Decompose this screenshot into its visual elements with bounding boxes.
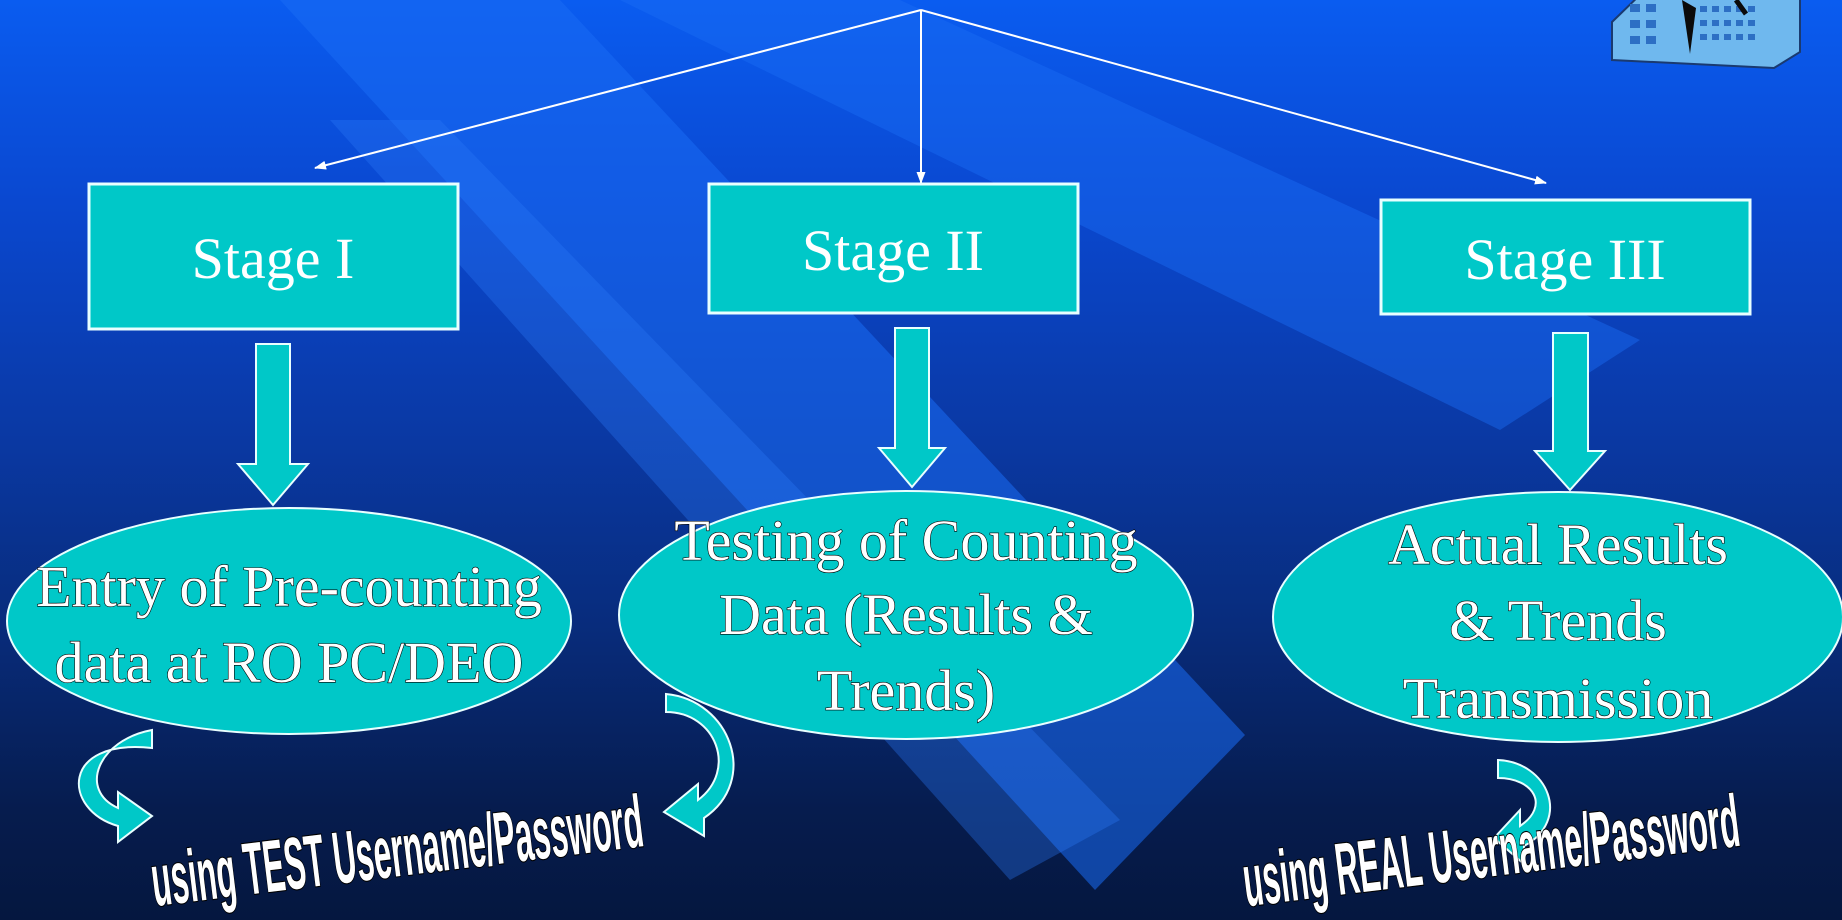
stage-box-2: Stage II <box>707 182 1080 315</box>
stage-box-3: Stage III <box>1379 198 1752 316</box>
outcome-line: Entry of Pre-counting <box>36 554 542 619</box>
outcome-ellipse-3: Actual Results & Trends Transmission <box>1272 491 1842 743</box>
credential-note-real: using REAL Username/Password <box>1238 780 1745 920</box>
building-icon <box>1611 0 1801 70</box>
outcome-line: Trends) <box>817 658 995 723</box>
outcome-line: Actual Results <box>1388 512 1728 577</box>
outcome-ellipse-2: Testing of Counting Data (Results & Tren… <box>618 490 1194 740</box>
curved-arrow-icon <box>77 728 154 845</box>
down-arrow-icon <box>876 327 948 489</box>
curved-arrow-icon <box>662 692 735 838</box>
down-arrow-icon <box>1532 332 1608 492</box>
stage-label: Stage III <box>1464 227 1665 292</box>
credential-text: using TEST Username/Password <box>147 781 648 920</box>
background-bands <box>280 0 1640 890</box>
stage-box-1: Stage I <box>87 182 460 331</box>
credential-text: using REAL Username/Password <box>1238 781 1744 920</box>
outcome-line: Testing of Counting <box>674 508 1137 573</box>
outcome-ellipse-1: Entry of Pre-counting data at RO PC/DEO <box>6 507 572 735</box>
credential-note-test: using TEST Username/Password <box>146 781 648 920</box>
outcome-line: data at RO PC/DEO <box>55 630 524 695</box>
outcome-line: Data (Results & <box>719 582 1093 647</box>
outcome-line: Transmission <box>1403 666 1714 731</box>
outcome-line: & Trends <box>1449 588 1667 653</box>
down-arrow-icon <box>235 343 311 507</box>
connector-lines <box>314 9 1547 185</box>
curved-arrow-icon <box>1492 758 1552 867</box>
stage-label: Stage I <box>192 226 355 291</box>
stage-label: Stage II <box>802 218 984 283</box>
